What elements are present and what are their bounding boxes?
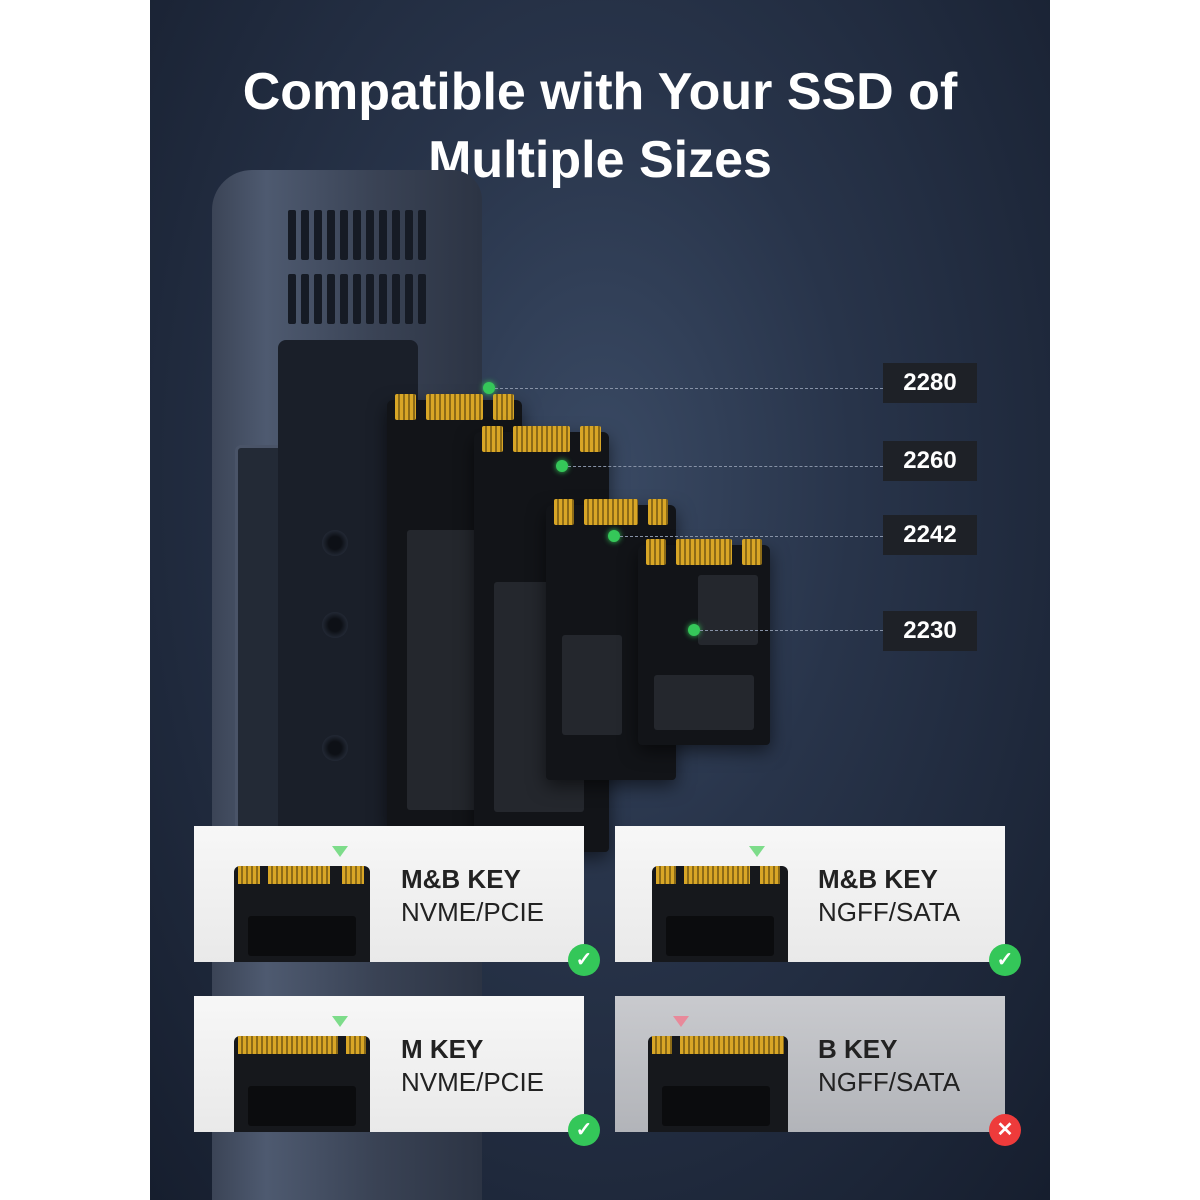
key-type: M KEY [401,1034,484,1064]
interface-type: NGFF/SATA [818,1067,961,1097]
interface-type: NVME/PCIE [401,897,545,927]
size-marker-dot [556,460,568,472]
product-panel: Compatible with Your SSD of Multiple Siz… [150,0,1050,1200]
notch-indicator-icon [673,1016,689,1027]
check-icon: ✓ [989,944,1021,976]
ssd-2230 [638,539,770,745]
ssd-thumbnail [648,1036,788,1132]
interface-type: NGFF/SATA [818,897,961,927]
size-leader-line [620,536,883,537]
notch-indicator-icon [332,846,348,857]
notch-indicator-icon [749,846,765,857]
size-marker-dot [688,624,700,636]
headline-line-2: Multiple Sizes [428,131,772,189]
size-marker-dot [608,530,620,542]
ssd-thumbnail [234,866,370,962]
interface-type: NVME/PCIE [401,1067,545,1097]
size-leader-line [568,466,883,467]
compat-card-mb-key-nvme: M&B KEY NVME/PCIE ✓ [194,826,600,976]
screw-hole [322,612,348,638]
key-type: B KEY [818,1034,898,1064]
compat-card-b-key-sata: B KEY NGFF/SATA ✕ [615,996,1021,1146]
check-icon: ✓ [568,944,600,976]
headline-line-1: Compatible with Your SSD of [242,63,958,121]
screw-hole [322,735,348,761]
ssd-thumbnail [652,866,788,962]
compat-card-m-key-nvme: M KEY NVME/PCIE ✓ [194,996,600,1146]
notch-indicator-icon [332,1016,348,1027]
size-label-2230: 2230 [883,611,977,651]
size-label-2242: 2242 [883,515,977,555]
ssd-thumbnail [234,1036,370,1132]
size-label-2260: 2260 [883,441,977,481]
size-leader-line [495,388,883,389]
size-marker-dot [483,382,495,394]
headline: Compatible with Your SSD of Multiple Siz… [150,58,1050,194]
screw-hole [322,530,348,556]
check-icon: ✓ [568,1114,600,1146]
key-type: M&B KEY [818,864,938,894]
size-leader-line [700,630,883,631]
cross-icon: ✕ [989,1114,1021,1146]
compat-card-mb-key-sata: M&B KEY NGFF/SATA ✓ [615,826,1021,976]
size-label-2280: 2280 [883,363,977,403]
enclosure-vents [288,210,438,325]
key-type: M&B KEY [401,864,521,894]
